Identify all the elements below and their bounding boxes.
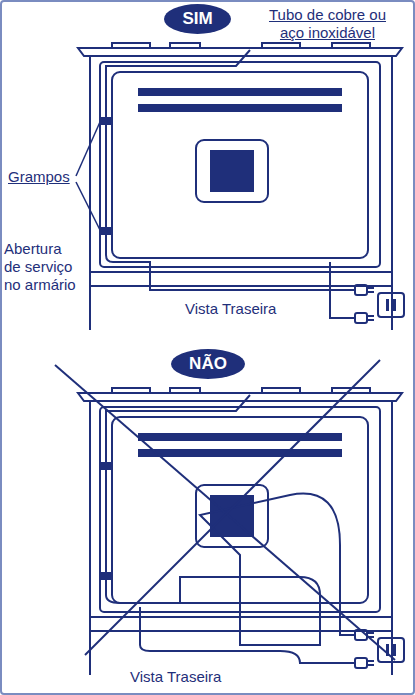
part-label: Vista Traseira [130, 668, 221, 686]
part-label: Tubo de cobre ou aço inoxidável [255, 6, 400, 42]
pipe-bad [106, 395, 355, 663]
cross-out [55, 360, 395, 660]
pipe-good [106, 50, 355, 318]
oval-badge: SIM [164, 4, 231, 34]
part-label: Vista Traseira [185, 300, 276, 318]
badge-text: NÃO [189, 354, 227, 374]
stove-bad [78, 388, 404, 675]
oval-badge: NÃO [171, 349, 245, 379]
part-label: Grampos [8, 168, 70, 186]
leader-lines [76, 122, 100, 230]
badge-text: SIM [182, 9, 212, 29]
part-label: Abertura de serviço no armário [4, 240, 78, 294]
stove-good [78, 43, 404, 330]
